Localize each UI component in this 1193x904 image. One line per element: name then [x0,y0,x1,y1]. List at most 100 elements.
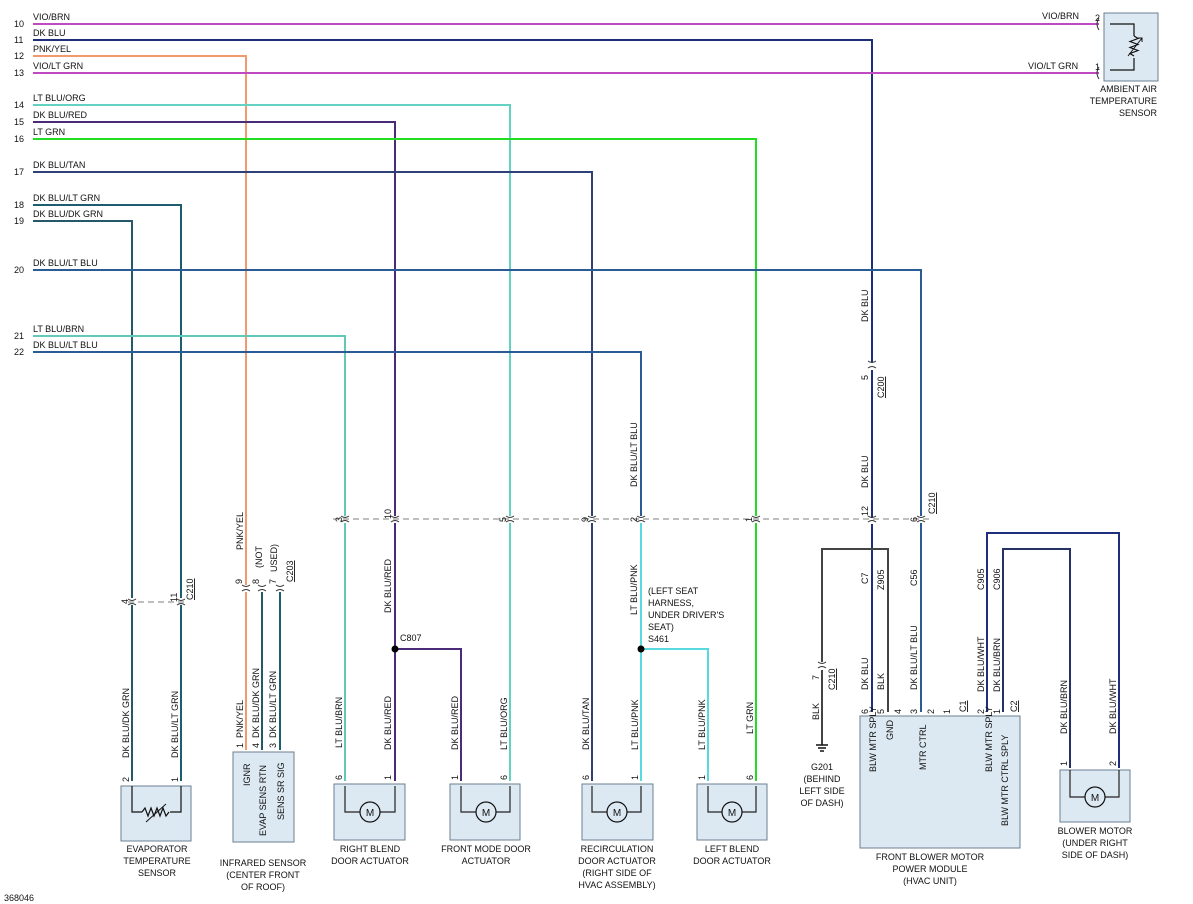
dkbluwht-fbm-label: DK BLU/WHT [976,636,986,692]
c210-pin-6: 6 [909,517,919,522]
lbda-name-1: LEFT BLEND [705,844,760,854]
circuit-number-15: 15 [14,117,24,127]
evap-name-2: TEMPERATURE [123,856,190,866]
fbm-gnd: GND [885,720,895,741]
ir-name-1: INFRARED SENSOR [220,858,307,868]
fmda-pin-6: 6 [499,775,509,780]
wire-blk-ground [821,548,889,712]
resistor-zigzag-icon [141,806,170,818]
connector-symbols [127,17,1100,669]
rbda-name-2: DOOR ACTUATOR [331,856,409,866]
rbda-pin-6: 6 [334,775,344,780]
dkblubrn-bm-label: DK BLU/BRN [1059,680,1069,734]
c210-pin-3: 3 [334,517,344,522]
ground-g201: G201 (BEHIND LEFT SIDE OF DASH) [799,744,845,808]
wire-circuit-11 [33,39,873,362]
evap-pin-2: 2 [121,777,131,782]
fbm-mtr-ctrl: MTR CTRL [918,725,928,771]
ir-pin-1: 1 [235,743,245,748]
circuit-color-22: DK BLU/LT BLU [33,340,98,350]
fbm-name-3: (HVAC UNIT) [903,876,957,886]
c906-label: C906 [992,568,1002,590]
circuit-color-10: VIO/BRN [33,12,70,22]
diagram-id: 368046 [4,893,34,903]
right-blend-door-actuator: M 6 1 RIGHT BLEND DOOR ACTUATOR [331,775,409,866]
ir-pin-3: 3 [268,743,278,748]
motor-icon [606,801,628,823]
lbda-pin-1: 1 [697,775,707,780]
rcda-name-1: RECIRCULATION [581,844,654,854]
not-used-1: (NOT [254,546,264,568]
recirculation-door-actuator: M 6 1 RECIRCULATION DOOR ACTUATOR (RIGHT… [578,775,656,890]
s461-note-2: HARNESS, [648,598,694,608]
ir-name-3: OF ROOF) [241,882,285,892]
circuit-color-14: LT BLU/ORG [33,93,86,103]
dkbluvltblu-upper-label: DK BLU/LT BLU [629,422,639,487]
aat-vio-brn-label: VIO/BRN [1042,11,1079,21]
dkblu-upper-label: DK BLU [860,289,870,322]
wire-dkblubrn-blower [1002,548,1071,768]
c210-pin-1: 1 [744,517,754,522]
s461-note-4: SEAT) [648,622,674,632]
ltblupnk-lower-label: LT BLU/PNK [630,699,640,750]
dkblutan-lower-label: DK BLU/TAN [581,698,591,750]
aat-name-2: TEMPERATURE [1090,96,1157,106]
bm-name-2: (UNDER RIGHT [1062,838,1128,848]
wire-circuit-22 [33,351,642,516]
not-used-2: USED) [269,544,279,572]
wire-circuit-18 [33,204,182,598]
resistor-zigzag-icon [1128,35,1140,57]
ground-icon [816,744,828,752]
dkbludkgrn-ir-label: DK BLU/DK GRN [251,668,261,738]
g201-line-2: (BEHIND [803,774,841,784]
wire-circuit-16 [33,138,757,516]
circuit-color-13: VIO/LT GRN [33,61,83,71]
c7-label: C7 [860,572,870,584]
dkblubrn-fbm-label: DK BLU/BRN [992,638,1002,692]
c210-pin-5: 5 [498,517,508,522]
fbm-pin-1: 1 [942,709,952,714]
circuit-color-19: DK BLU/DK GRN [33,209,103,219]
bm-pin-1: 1 [1059,761,1069,766]
circuit-number-18: 18 [14,200,24,210]
ltblupnk-lbda-label: LT BLU/PNK [697,699,707,750]
z905-label: Z905 [876,569,886,590]
ir-name-2: (CENTER FRONT [226,870,300,880]
motor-symbol: M [613,808,621,819]
circuit-number-13: 13 [14,68,24,78]
infrared-sensor: 1 4 3 IGNR EVAP SENS RTN SENS SR SIG INF… [220,743,307,892]
wire-dkblured-fmda [395,648,462,781]
g201-line-1: G201 [811,762,833,772]
fbm-name-1: FRONT BLOWER MOTOR [876,852,985,862]
motor-icon [721,801,743,823]
circuit-number-21: 21 [14,331,24,341]
dkblultgrn-ir-label: DK BLU/LT GRN [268,671,278,738]
circuit-number-22: 22 [14,347,24,357]
front-mode-door-actuator: M 1 6 FRONT MODE DOOR ACTUATOR [441,775,531,866]
dkblu-mid-label: DK BLU [860,455,870,488]
left-blend-door-actuator: M 1 6 LEFT BLEND DOOR ACTUATOR [693,775,771,866]
dkbluk-lower-label: DK BLU/DK GRN [121,688,131,758]
s461-label: S461 [648,634,669,644]
evap-pin-1: 1 [170,777,180,782]
c210-evap-pin-4: 4 [120,599,130,604]
c210-label: C210 [927,492,937,514]
dkbluvltblu-fbm-label: DK BLU/LT BLU [909,625,919,690]
c203-label: C203 [285,560,295,582]
pnkyel-lower-label: PNK/YEL [235,700,245,738]
dkbluwht-bm-label: DK BLU/WHT [1108,678,1118,734]
c210-pin-12: 12 [860,506,870,516]
front-blower-motor-power-module: 6 5 4 3 2 1 C1 2 1 C2 BLW MTR SPLY GND M… [859,700,1021,886]
wire-ltblupnk-lbda [641,648,709,781]
ir-pin-sens-sr-sig: SENS SR SIG [276,762,286,820]
wire-circuit-15 [33,121,396,516]
c200-label: C200 [876,376,886,398]
wires [33,23,1120,781]
rcda-name-4: HVAC ASSEMBLY) [578,880,655,890]
rcda-pin-1: 1 [630,775,640,780]
s461-note-3: UNDER DRIVER'S [648,610,724,620]
g201-line-4: OF DASH) [800,798,843,808]
fbm-pin-5: 5 [876,709,886,714]
c807-label: C807 [400,633,422,643]
